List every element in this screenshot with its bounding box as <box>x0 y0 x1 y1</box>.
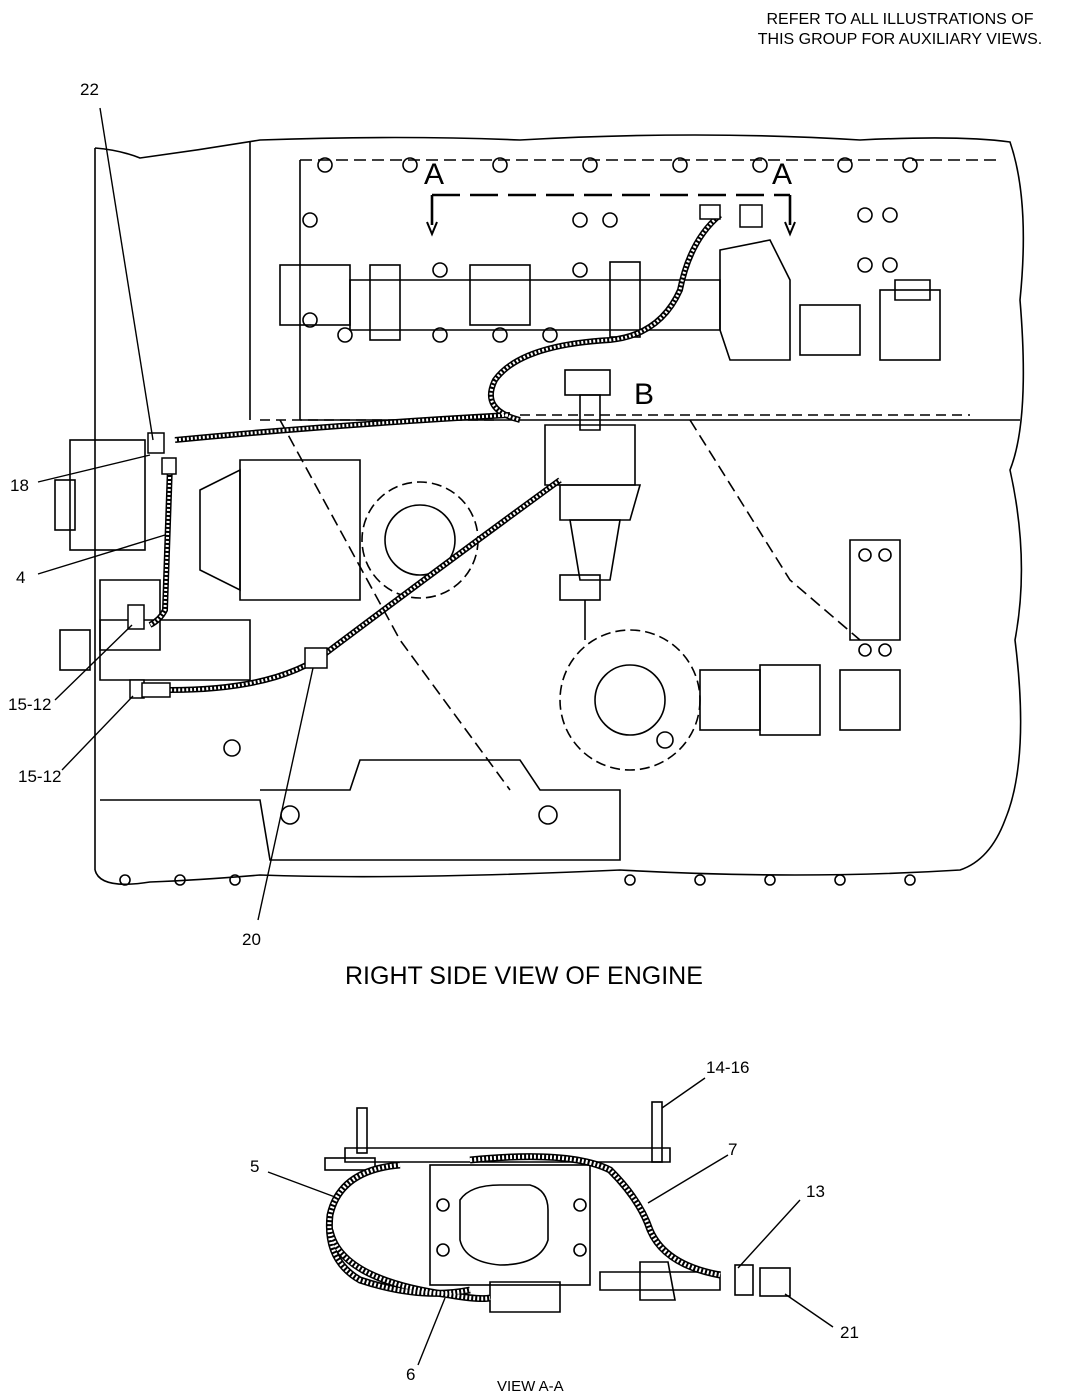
callout-14-16: 14-16 <box>706 1058 750 1077</box>
engine-outline <box>94 134 1025 886</box>
callout-4: 4 <box>16 568 26 587</box>
callout-21: 21 <box>840 1323 859 1342</box>
callout-15-12-lower: 15-12 <box>18 767 62 786</box>
callout-6: 6 <box>406 1365 416 1384</box>
section-mark-a-right: A <box>772 158 793 191</box>
detail-view-caption: VIEW A-A <box>497 1378 564 1395</box>
callout-15-12-upper: 15-12 <box>8 695 52 714</box>
view-mark-b: B <box>634 378 655 411</box>
reference-note: REFER TO ALL ILLUSTRATIONS OF THIS GROUP… <box>740 10 1060 50</box>
section-mark-a-left: A <box>424 158 445 191</box>
callout-13: 13 <box>806 1182 825 1201</box>
callout-7: 7 <box>728 1140 738 1159</box>
callout-22: 22 <box>80 80 99 99</box>
reference-note-line-1: REFER TO ALL ILLUSTRATIONS OF <box>766 11 1034 28</box>
reference-note-line-2: THIS GROUP FOR AUXILIARY VIEWS. <box>757 31 1043 48</box>
callout-20: 20 <box>242 930 261 949</box>
main-view-title: RIGHT SIDE VIEW OF ENGINE <box>345 962 703 990</box>
callout-18: 18 <box>10 476 29 495</box>
callout-5: 5 <box>250 1157 260 1176</box>
